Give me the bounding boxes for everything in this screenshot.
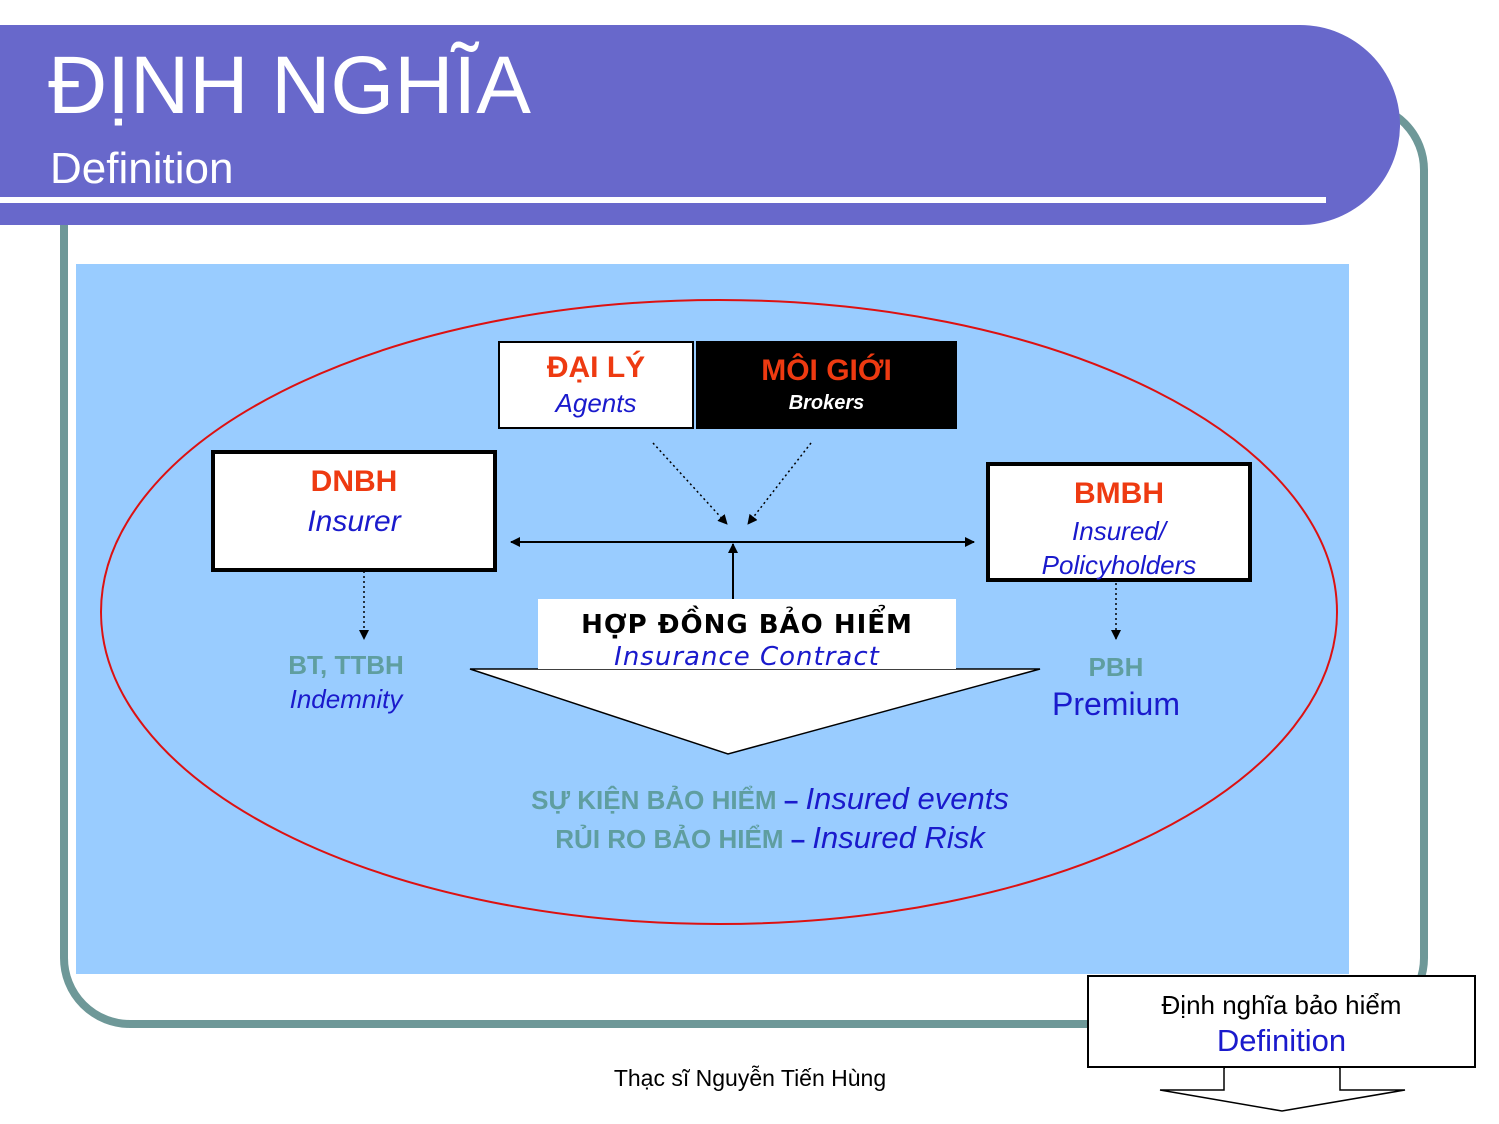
insured-risk-line: RỦI RO BẢO HIỂM – Insured Risk [430, 819, 1110, 858]
agents-label-en: Agents [555, 388, 637, 418]
brokers-label-vi: MÔI GIỚI [761, 354, 892, 387]
premium-label: PBH Premium [1036, 650, 1196, 724]
indemnity-label: BT, TTBH Indemnity [266, 648, 426, 716]
insurer-box: DNBH Insurer [211, 450, 497, 572]
scope-ellipse [100, 299, 1338, 925]
contract-label-vi: HỢP ĐỒNG BẢO HIỂM [581, 610, 913, 640]
definition-nav-button[interactable]: Định nghĩa bảo hiểm Definition [1087, 975, 1476, 1068]
contract-label-en: Insurance Contract [614, 642, 880, 672]
definition-nav-label-vi: Định nghĩa bảo hiểm [1161, 990, 1402, 1020]
contract-arrow-shape [469, 668, 1041, 755]
insured-label-en-2: Policyholders [1041, 550, 1197, 580]
indemnity-label-vi: BT, TTBH [288, 650, 404, 680]
footer-down-arrow [1159, 1067, 1406, 1112]
indemnity-label-en: Indemnity [289, 684, 403, 714]
brokers-label-en: Brokers [788, 392, 865, 414]
agents-box: ĐẠI LÝ Agents [498, 341, 694, 429]
insured-events-vi: SỰ KIỆN BẢO HIỂM [531, 785, 777, 815]
agents-label-vi: ĐẠI LÝ [546, 351, 646, 384]
insured-events-separator: – [776, 785, 806, 815]
insured-events-line: SỰ KIỆN BẢO HIỂM – Insured events [430, 780, 1110, 819]
insured-risk-separator: – [783, 824, 813, 854]
insured-label-en-1: Insured/ [1072, 516, 1166, 546]
insured-box: BMBH Insured/ Policyholders [986, 462, 1252, 582]
author-credit: Thạc sĩ Nguyễn Tiến Hùng [613, 1065, 887, 1091]
dotted-arrow-agents [652, 442, 728, 525]
insured-label-vi: BMBH [1074, 477, 1164, 510]
insurer-label-en: Insurer [307, 505, 401, 538]
insured-risk-vi: RỦI RO BẢO HIỂM [555, 824, 784, 854]
premium-label-en: Premium [1051, 686, 1180, 722]
brokers-box: MÔI GIỚI Brokers [696, 341, 957, 429]
insured-risk-en: Insured Risk [812, 820, 985, 855]
insurer-label-vi: DNBH [310, 465, 398, 498]
insured-events-en: Insured events [805, 781, 1009, 816]
title-banner [0, 25, 1400, 225]
page-title: ĐỊNH NGHĨA [48, 40, 531, 131]
page-subtitle: Definition [50, 144, 234, 193]
premium-label-vi: PBH [1088, 652, 1144, 682]
title-underline [0, 197, 1326, 203]
dotted-arrow-brokers [747, 442, 812, 525]
definition-nav-label-en: Definition [1216, 1023, 1347, 1058]
contract-box: HỢP ĐỒNG BẢO HIỂM Insurance Contract [538, 599, 956, 672]
